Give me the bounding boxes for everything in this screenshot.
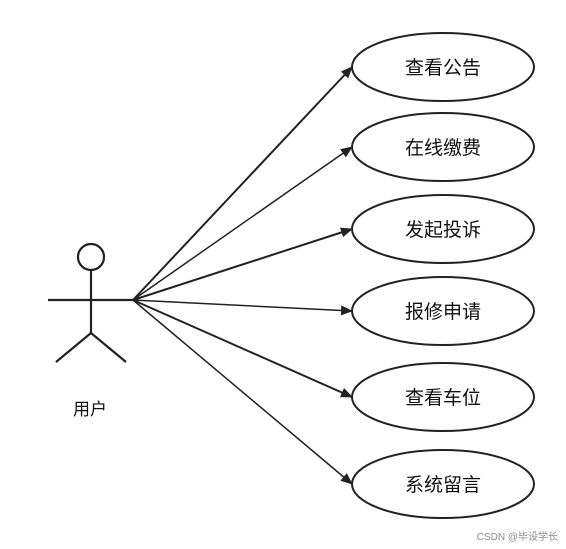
arrow-4 — [132, 299, 353, 316]
association-arrows — [132, 66, 353, 485]
arrow-3 — [132, 227, 353, 301]
use-case-6: 系统留言 — [351, 449, 535, 519]
actor-left-leg — [55, 332, 92, 363]
actor-label: 用户 — [73, 400, 107, 420]
arrow-6 — [132, 299, 353, 485]
actor-head — [76, 242, 106, 272]
actor-right-leg — [90, 332, 127, 363]
use-case-1: 查看公告 — [351, 32, 535, 102]
use-case-ellipse — [351, 32, 535, 102]
use-case-label: 查看公告 — [405, 57, 481, 79]
use-case-ellipse — [351, 362, 535, 432]
use-case-4: 报修申请 — [351, 276, 535, 346]
use-case-ellipse — [351, 276, 535, 346]
use-case-label: 在线缴费 — [405, 137, 481, 159]
use-case-3: 发起投诉 — [351, 194, 535, 264]
use-case-ellipse — [351, 449, 535, 519]
use-case-label: 报修申请 — [405, 301, 481, 323]
arrow-1 — [132, 66, 353, 301]
use-case-5: 查看车位 — [351, 362, 535, 432]
use-case-ellipse — [351, 194, 535, 264]
actor-figure — [48, 242, 133, 363]
arrow-2 — [132, 146, 353, 301]
use-case-2: 在线缴费 — [351, 112, 535, 182]
use-case-label: 系统留言 — [405, 474, 481, 496]
use-case-label: 查看车位 — [405, 387, 481, 409]
arrow-5 — [132, 299, 353, 398]
watermark: CSDN @毕设学长 — [476, 532, 558, 543]
use-case-ellipse — [351, 112, 535, 182]
use-case-label: 发起投诉 — [405, 219, 481, 241]
